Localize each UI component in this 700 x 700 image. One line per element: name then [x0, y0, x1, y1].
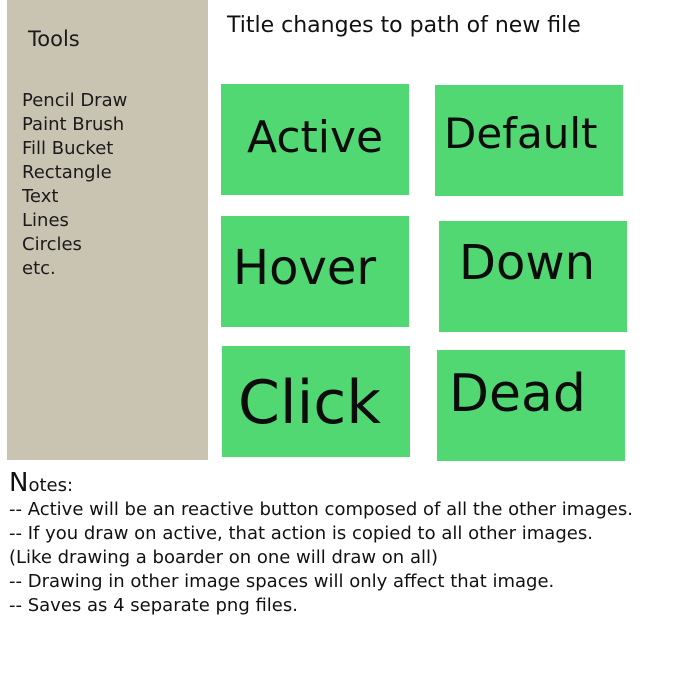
note-line: (Like drawing a boarder on one will draw… [9, 547, 438, 568]
tool-item-paint-brush[interactable]: Paint Brush [22, 114, 125, 135]
window-title: Title changes to path of new file [227, 13, 581, 38]
dead-image-canvas[interactable]: Dead [437, 350, 625, 461]
tool-item-pencil-draw[interactable]: Pencil Draw [22, 90, 128, 111]
note-line: -- Saves as 4 separate png files. [9, 595, 298, 616]
tool-item-text[interactable]: Text [22, 186, 59, 207]
tool-item-rectangle[interactable]: Rectangle [22, 162, 112, 183]
click-image-label: Click [238, 368, 381, 438]
tool-item-fill-bucket[interactable]: Fill Bucket [22, 138, 114, 159]
active-image-canvas[interactable]: Active [221, 84, 409, 195]
active-image-label: Active [247, 112, 384, 163]
notes-heading: Notes: [9, 468, 689, 498]
notes-heading-rest: otes: [28, 475, 74, 496]
notes-section: Notes: -- Active will be an reactive but… [9, 468, 689, 618]
tools-heading: Tools [28, 27, 80, 51]
default-image-canvas[interactable]: Default [435, 85, 623, 196]
tool-list: Pencil Draw Paint Brush Fill Bucket Rect… [22, 89, 127, 281]
note-line: -- Active will be an reactive button com… [9, 499, 633, 520]
dead-image-label: Dead [449, 364, 586, 424]
click-image-canvas[interactable]: Click [222, 346, 410, 457]
tool-item-circles[interactable]: Circles [22, 234, 82, 255]
down-image-label: Down [459, 235, 596, 291]
down-image-canvas[interactable]: Down [439, 221, 627, 332]
hover-image-label: Hover [233, 240, 377, 296]
tool-item-etc: etc. [22, 258, 56, 279]
tool-item-lines[interactable]: Lines [22, 210, 69, 231]
default-image-label: Default [444, 109, 598, 158]
note-line: -- If you draw on active, that action is… [9, 523, 593, 544]
notes-heading-initial: N [9, 468, 29, 498]
tools-sidebar: Tools Pencil Draw Paint Brush Fill Bucke… [7, 0, 208, 460]
hover-image-canvas[interactable]: Hover [221, 216, 409, 327]
note-line: -- Drawing in other image spaces will on… [9, 571, 555, 592]
